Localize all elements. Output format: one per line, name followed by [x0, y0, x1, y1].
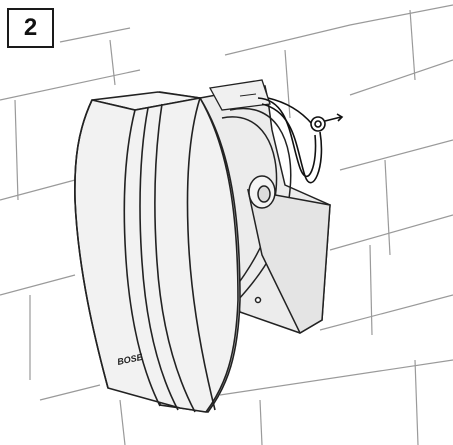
- wall-line: [0, 274, 76, 296]
- wall-line: [384, 159, 391, 256]
- wall-line: [224, 4, 453, 56]
- brick-wall: [0, 4, 453, 445]
- wall-line: [319, 294, 453, 331]
- wall-line: [369, 244, 373, 336]
- wall-line: [349, 59, 453, 96]
- eye-bolt: [310, 113, 344, 132]
- speaker: [74, 91, 241, 413]
- wall-line: [14, 99, 19, 201]
- wall-line: [339, 139, 453, 171]
- wall-line: [39, 384, 101, 401]
- wall-line: [0, 69, 141, 101]
- bracket-top-plate: [208, 79, 271, 111]
- safety-cable: [257, 97, 323, 184]
- step-number: 2: [23, 14, 38, 41]
- step-number-box: 2: [7, 8, 54, 48]
- wall-line: [329, 214, 453, 251]
- wall-line: [109, 39, 116, 86]
- wall-line: [414, 359, 419, 445]
- wall-line: [284, 49, 291, 119]
- wall-line: [119, 399, 126, 445]
- wall-line: [0, 179, 76, 201]
- wall-line: [259, 399, 263, 445]
- wall-line: [219, 359, 453, 396]
- wall-line: [59, 27, 131, 43]
- wall-line: [409, 9, 416, 81]
- bracket-hole: [254, 296, 262, 304]
